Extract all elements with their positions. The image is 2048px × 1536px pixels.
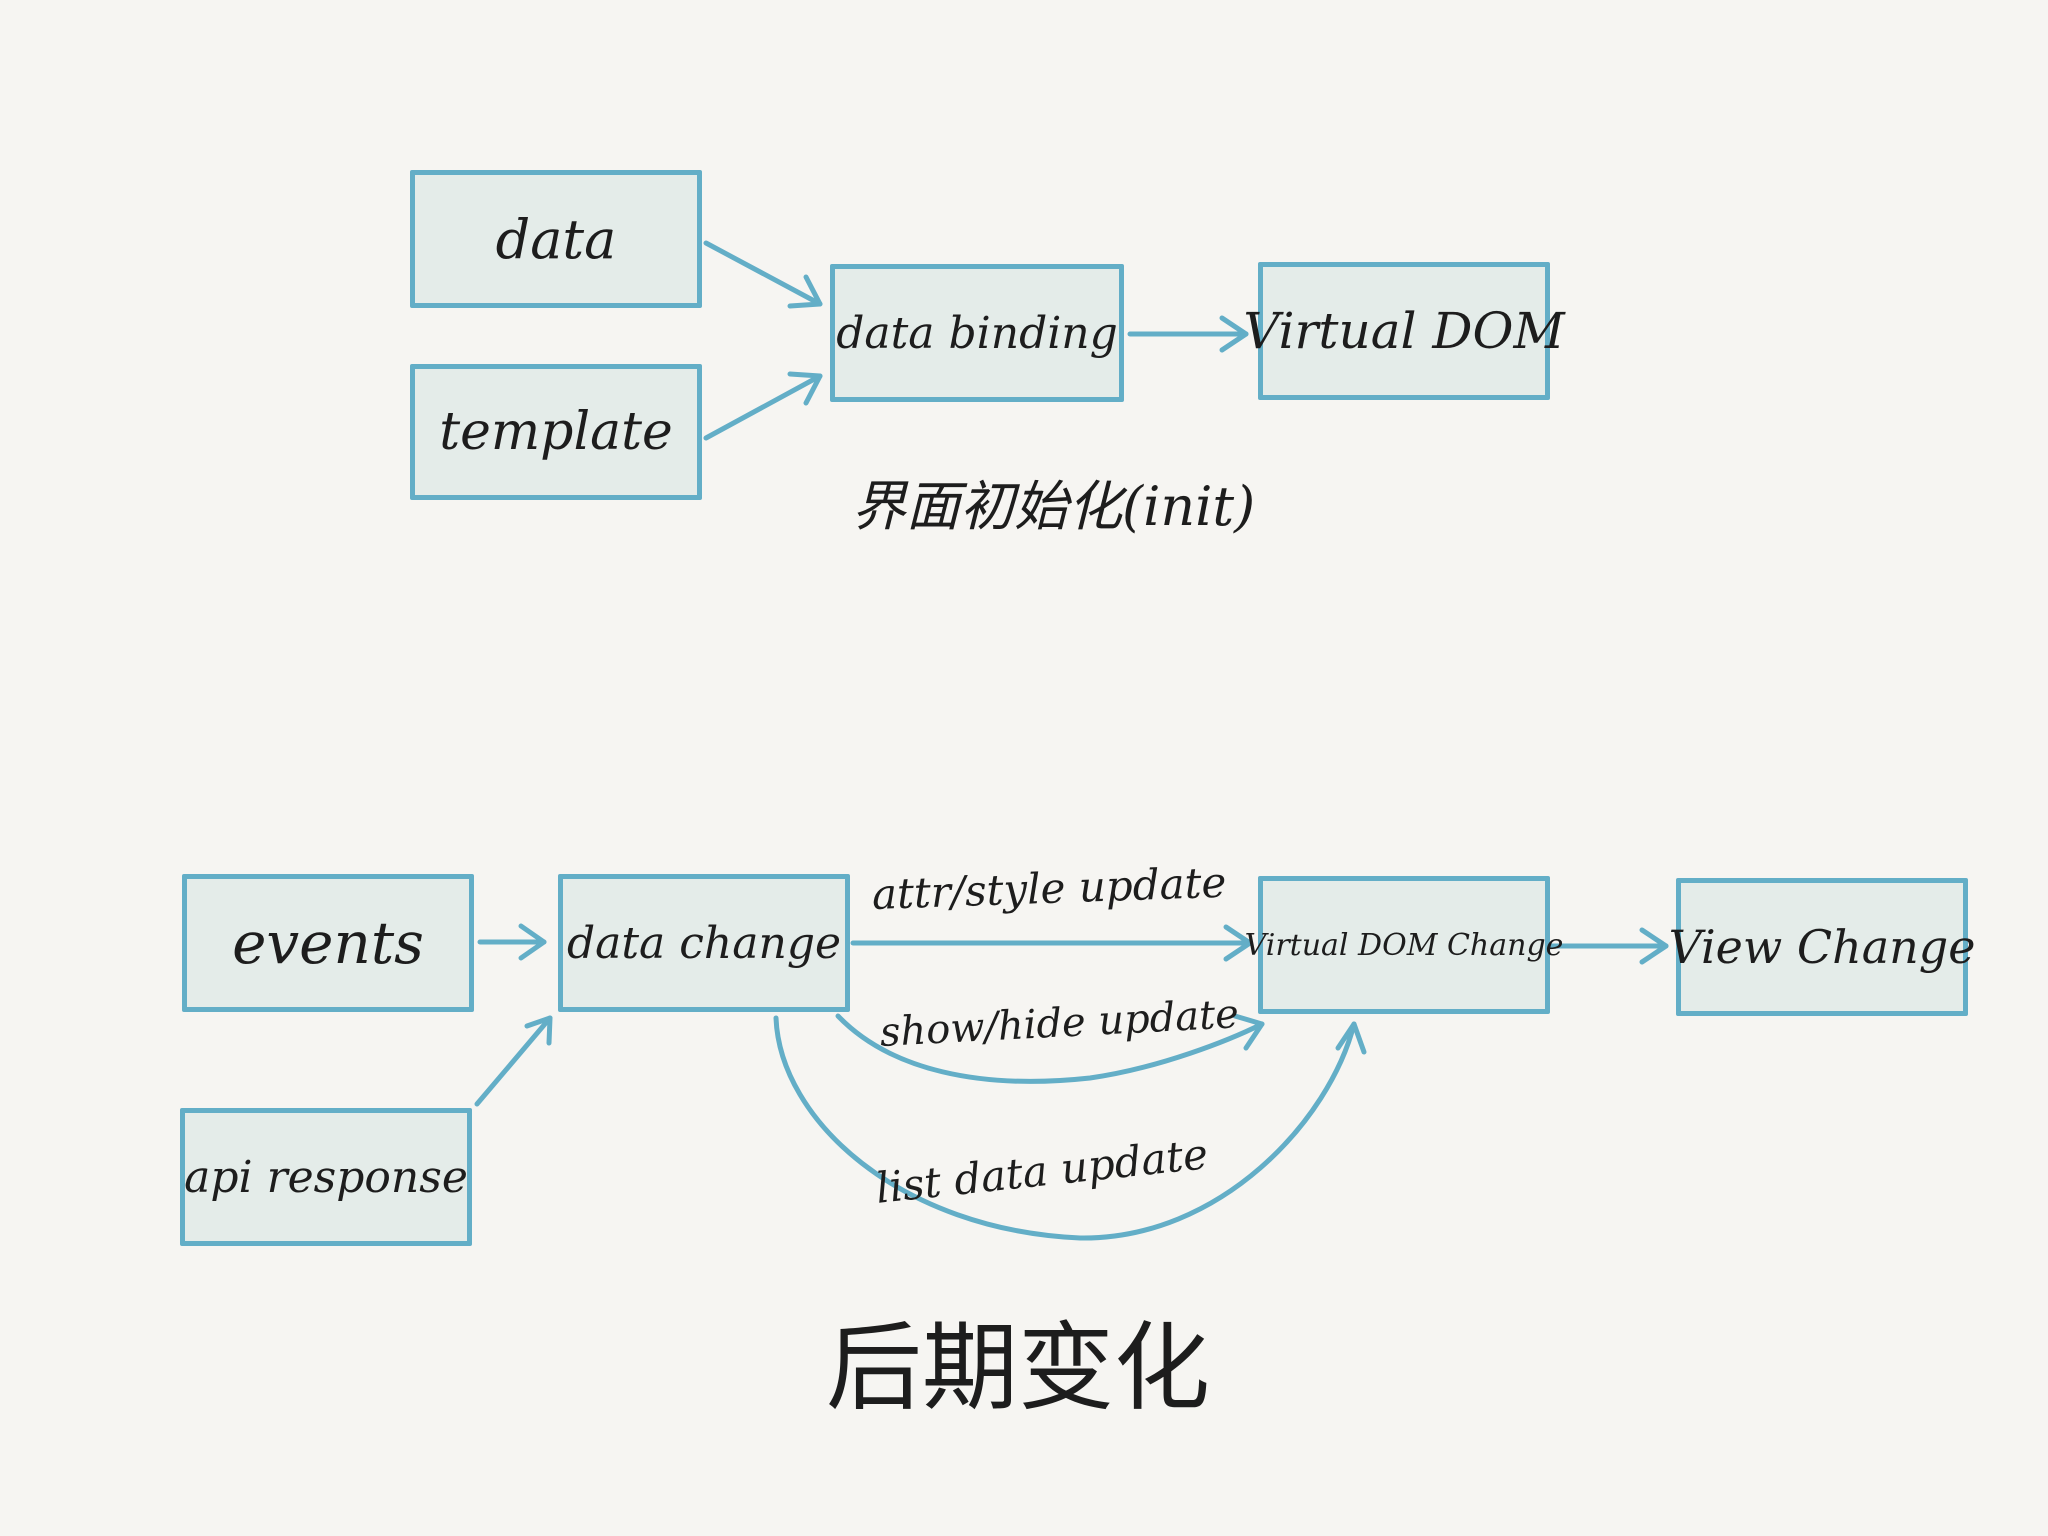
node-events-label: events [232, 909, 424, 977]
arrow-list-data-update [773, 1015, 1357, 1241]
arrow-api-to-data-change [474, 1015, 553, 1107]
node-view-change: View Change [1669, 878, 1975, 1016]
node-virtual-dom-change-label: Virtual DOM Change [1244, 927, 1564, 963]
caption-later-change: 后期变化 [826, 1312, 1210, 1424]
node-template: template [410, 364, 702, 500]
arrowhead-show-hide-update [1232, 1013, 1265, 1051]
node-virtual-dom: Virtual DOM [1243, 262, 1565, 400]
arrowhead-api-to-data-change [524, 1015, 553, 1046]
arrowhead-data-to-binding [787, 274, 823, 309]
arrowhead-vdom-change-to-view-change [1639, 927, 1669, 965]
node-view-change-label: View Change [1668, 920, 1976, 974]
node-virtual-dom-label: Virtual DOM [1243, 302, 1565, 360]
caption-init: 界面初始化(init) [852, 475, 1256, 538]
node-api-response: api response [180, 1108, 472, 1246]
arrowhead-list-data-update [1335, 1021, 1367, 1055]
node-data-label: data [495, 207, 617, 271]
node-data-change-label: data change [566, 917, 842, 969]
node-virtual-dom-change: Virtual DOM Change [1245, 876, 1563, 1014]
node-events: events [182, 874, 474, 1012]
node-data: data [410, 170, 702, 308]
arrow-show-hide-update [835, 1013, 1265, 1084]
arrow-template-to-binding [703, 373, 823, 441]
arrowhead-template-to-binding [787, 371, 823, 406]
node-template-label: template [439, 402, 673, 462]
arrowhead-events-to-data-change [518, 923, 547, 961]
node-data-change: data change [558, 874, 850, 1012]
arrowhead-binding-to-virtual-dom [1219, 315, 1249, 353]
node-data-binding: data binding [830, 264, 1124, 402]
node-api-response-label: api response [184, 1151, 468, 1203]
arrow-data-to-binding [703, 240, 823, 307]
node-data-binding-label: data binding [836, 307, 1118, 359]
arrowhead-attr-style-update [1223, 924, 1253, 962]
